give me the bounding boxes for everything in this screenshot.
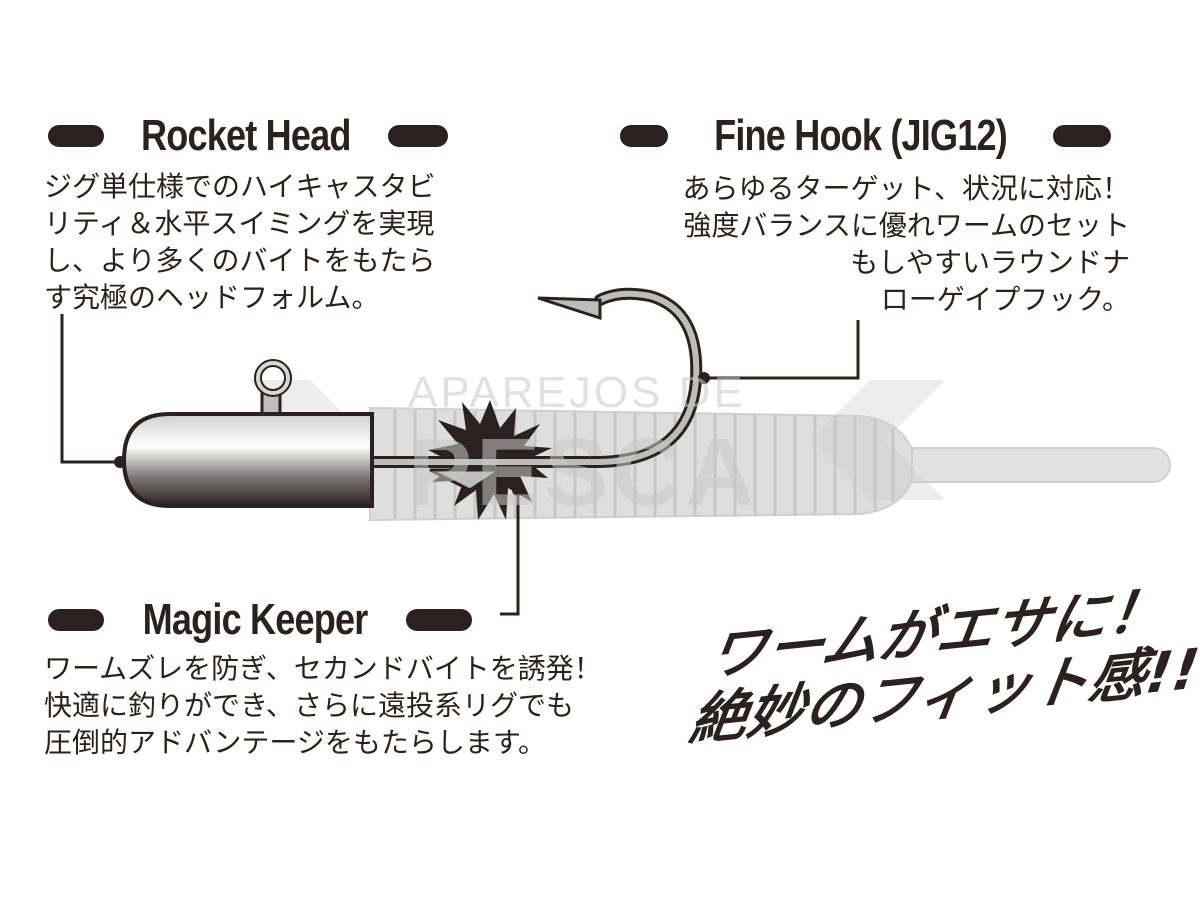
leader-dots	[114, 372, 710, 496]
magic-keeper-line: 圧倒的アドバンテージをもたらします。	[44, 726, 547, 759]
magic-keeper-line: ワームズレを防ぎ、セカンドバイトを誘発！	[44, 652, 602, 685]
magic-keeper-title: Magic Keeper	[142, 595, 369, 644]
rocket-head-line: ジグ単仕様でのハイキャスタビ	[44, 170, 436, 203]
heading-bar-right	[406, 609, 473, 631]
fine-hook-line: ローゲイプフック。	[880, 283, 1130, 316]
line-eye	[254, 359, 292, 424]
fine-hook-line: もしやすいラウンドナ	[850, 246, 1130, 279]
heading-bar-left	[48, 609, 104, 631]
rocket-head-title: Rocket Head	[140, 111, 351, 160]
hook	[354, 287, 703, 492]
heading-bar-right	[1053, 125, 1112, 147]
watermark-text-1: APAREJOS DE	[408, 368, 746, 417]
magic-keeper-description: ワームズレを防ぎ、セカンドバイトを誘発！ 快適に釣りができ、さらに遠投系リグでも…	[44, 650, 602, 761]
rocket-head-heading: Rocket Head	[48, 114, 448, 158]
heading-bar-left	[620, 125, 668, 147]
rocket-head	[121, 412, 374, 508]
fine-hook-title: Fine Hook (JIG12)	[714, 111, 1008, 160]
fine-hook-heading: Fine Hook (JIG12)	[620, 111, 1112, 160]
heading-bar-right	[387, 125, 448, 147]
rocket-head-line: リティ＆水平スイミングを実現	[44, 207, 435, 240]
leader-lines	[60, 314, 860, 616]
watermark-text-2: PESCA	[408, 419, 759, 526]
magic-keeper-line: 快適に釣りができ、さらに遠投系リグでも	[44, 689, 575, 722]
fine-hook-description: あらゆるターゲット、状況に対応！ 強度バランスに優れワームのセット もしやすいラ…	[683, 170, 1130, 318]
magic-keeper-heading: Magic Keeper	[48, 595, 473, 644]
rocket-head-description: ジグ単仕様でのハイキャスタビ リティ＆水平スイミングを実現 し、より多くのバイト…	[44, 168, 435, 316]
rocket-head-line: し、より多くのバイトをもたら	[44, 244, 436, 277]
heading-bar-left	[48, 125, 104, 147]
fine-hook-line: あらゆるターゲット、状況に対応！	[682, 172, 1130, 205]
fine-hook-line: 強度バランスに優れワームのセット	[683, 209, 1130, 242]
rocket-head-line: す究極のヘッドフォルム。	[44, 281, 380, 314]
